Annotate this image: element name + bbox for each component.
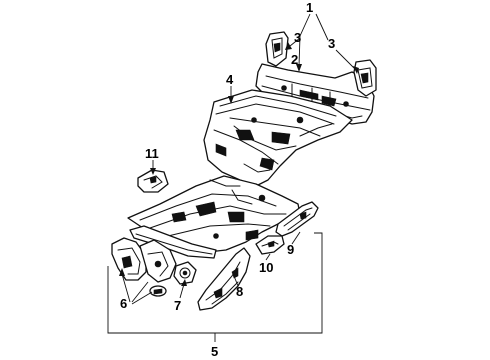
callout-2: 2 xyxy=(291,52,298,67)
callout-1: 1 xyxy=(306,0,313,15)
callout-3-right: 3 xyxy=(328,36,335,51)
rear-side-member xyxy=(275,201,319,237)
group-bracket xyxy=(107,232,323,334)
callout-3-left: 3 xyxy=(294,30,301,45)
left-side-member xyxy=(111,237,177,297)
floor-support-bracket xyxy=(173,261,197,285)
callout-9: 9 xyxy=(287,242,294,257)
callout-6: 6 xyxy=(120,296,127,311)
rear-floor-pan xyxy=(127,175,301,259)
callout-5: 5 xyxy=(211,344,218,359)
wheelhouse-extension xyxy=(197,247,251,311)
callout-7: 7 xyxy=(174,298,181,313)
callout-11: 11 xyxy=(145,146,159,161)
leader-lines xyxy=(119,13,359,305)
rear-floor-upper-panel xyxy=(203,89,353,187)
callout-8: 8 xyxy=(236,284,243,299)
callout-10: 10 xyxy=(259,260,273,275)
rear-member-gusset xyxy=(255,235,285,255)
callout-4: 4 xyxy=(226,72,234,87)
rear-panel-assembly xyxy=(255,31,377,125)
